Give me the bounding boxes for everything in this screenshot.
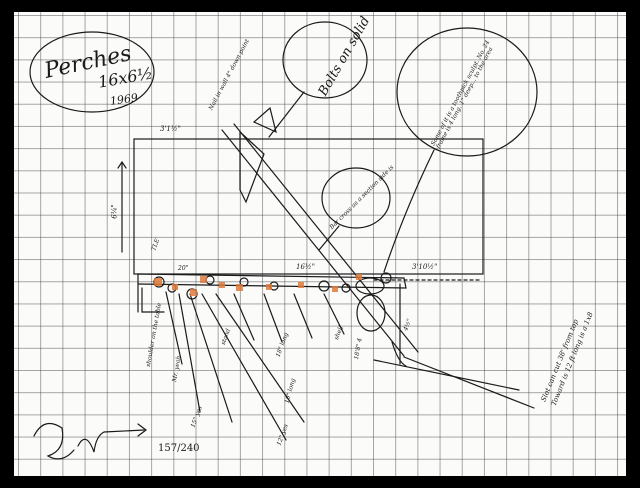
bolts-pointer <box>268 91 305 138</box>
orange-mark-2 <box>172 284 178 290</box>
right-span-label: 3'10½" <box>412 263 438 271</box>
rail-blob-9 <box>380 272 392 284</box>
wedge-board <box>239 130 265 204</box>
joint-ellipse <box>355 277 385 295</box>
graph-paper-sheet: Perches 16x6½ 1969 Bolts on solid Some o… <box>14 12 626 476</box>
orange-mark-10 <box>356 274 362 280</box>
long-diagonal <box>221 129 405 357</box>
orange-mark-8 <box>298 282 304 288</box>
signature-stroke-1 <box>33 422 75 460</box>
main-rectangle <box>133 138 484 275</box>
shelf-line-b <box>403 356 535 409</box>
left-foot <box>141 287 165 313</box>
page-number: 157/240 <box>158 443 200 454</box>
orange-mark-6 <box>236 284 243 291</box>
signature-stroke-2 <box>77 429 145 453</box>
orange-mark-3 <box>190 289 197 296</box>
rail-blob-8 <box>341 283 351 293</box>
radial-4 <box>201 293 287 441</box>
center-bubble <box>321 167 391 229</box>
signature-arrow <box>137 423 147 437</box>
height-arrow <box>117 160 127 169</box>
rail-blob-5 <box>239 277 249 287</box>
radial-1 <box>165 291 183 365</box>
radial-6 <box>233 293 255 341</box>
radial-2 <box>178 293 201 413</box>
orange-mark-9 <box>332 286 338 292</box>
clamp-ellipse <box>356 294 386 332</box>
span-mid-label: 16½" <box>296 263 315 271</box>
rail-blob-4 <box>205 275 215 285</box>
orange-mark-1 <box>154 278 162 286</box>
radial-3 <box>189 293 233 423</box>
radial-7 <box>263 293 283 343</box>
side-height-label: 6¼" <box>110 204 119 219</box>
rail-blob-7 <box>318 280 330 292</box>
orange-mark-5 <box>219 282 225 288</box>
radial-9 <box>323 293 345 335</box>
top-width-label: 3'1½" <box>160 125 181 133</box>
radial-5 <box>215 293 305 423</box>
wedge-top <box>252 106 277 134</box>
title-ellipse <box>29 31 155 113</box>
post-label: 20" <box>178 265 189 272</box>
long-diagonal-2 <box>233 123 419 353</box>
notes-pointer <box>383 149 435 273</box>
orange-mark-4 <box>200 276 207 283</box>
bolts-bubble <box>282 21 368 99</box>
ink-sketch <box>29 21 538 460</box>
shelf-line-a <box>373 359 520 391</box>
center-pointer <box>318 225 340 251</box>
radial-8 <box>293 293 313 339</box>
notes-bubble <box>396 27 538 157</box>
right-stand-curve <box>391 341 407 367</box>
orange-mark-7 <box>266 284 272 290</box>
